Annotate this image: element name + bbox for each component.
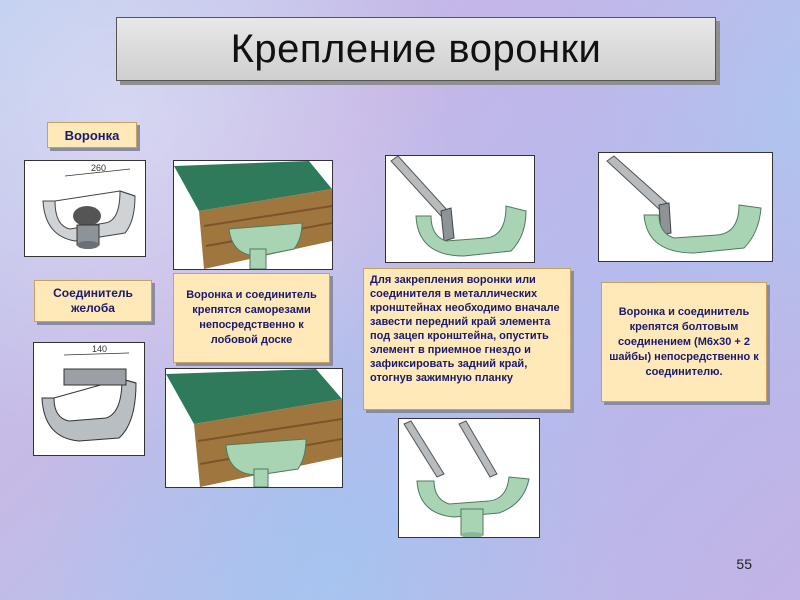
screw-mount-illustration-top: [173, 160, 333, 270]
funnel-label: Воронка: [47, 122, 137, 148]
funnel-drawing: 260: [24, 160, 146, 257]
connector-label-text: Соединитель желоба: [53, 286, 133, 315]
screw-mount-svg-bottom: [166, 369, 342, 487]
bracket-svg-top: [390, 156, 527, 257]
bolt-illustration: [598, 152, 773, 262]
bolt-text: Воронка и соединитель крепятся болтовым …: [609, 305, 759, 378]
connector-drawing: 140: [33, 342, 145, 456]
funnel-dimension: 260: [91, 163, 106, 173]
page-number: 55: [736, 556, 752, 572]
bolt-svg: [606, 155, 762, 254]
slide-title: Крепление воронки: [230, 26, 602, 71]
bracket-illustration-top: [385, 155, 535, 263]
bracket-text: Для закрепления воронки или соединителя …: [370, 274, 560, 384]
slide-title-box: Крепление воронки: [116, 17, 716, 81]
screw-mount-description: Воронка и соединитель крепятся саморезам…: [173, 273, 330, 363]
funnel-svg: 260: [42, 163, 136, 249]
connector-dimension: 140: [92, 344, 107, 354]
connector-label: Соединитель желоба: [34, 280, 152, 322]
screw-mount-text: Воронка и соединитель крепятся саморезам…: [186, 289, 317, 346]
connector-svg: 140: [41, 344, 137, 442]
bracket-illustration-bottom: [398, 418, 540, 538]
funnel-label-text: Воронка: [64, 127, 120, 143]
bracket-description: Для закрепления воронки или соединителя …: [363, 268, 571, 410]
bracket-svg-bottom: [403, 420, 530, 537]
bolt-description: Воронка и соединитель крепятся болтовым …: [601, 282, 767, 402]
screw-mount-illustration-bottom: [165, 368, 343, 488]
screw-mount-svg-top: [174, 161, 332, 269]
